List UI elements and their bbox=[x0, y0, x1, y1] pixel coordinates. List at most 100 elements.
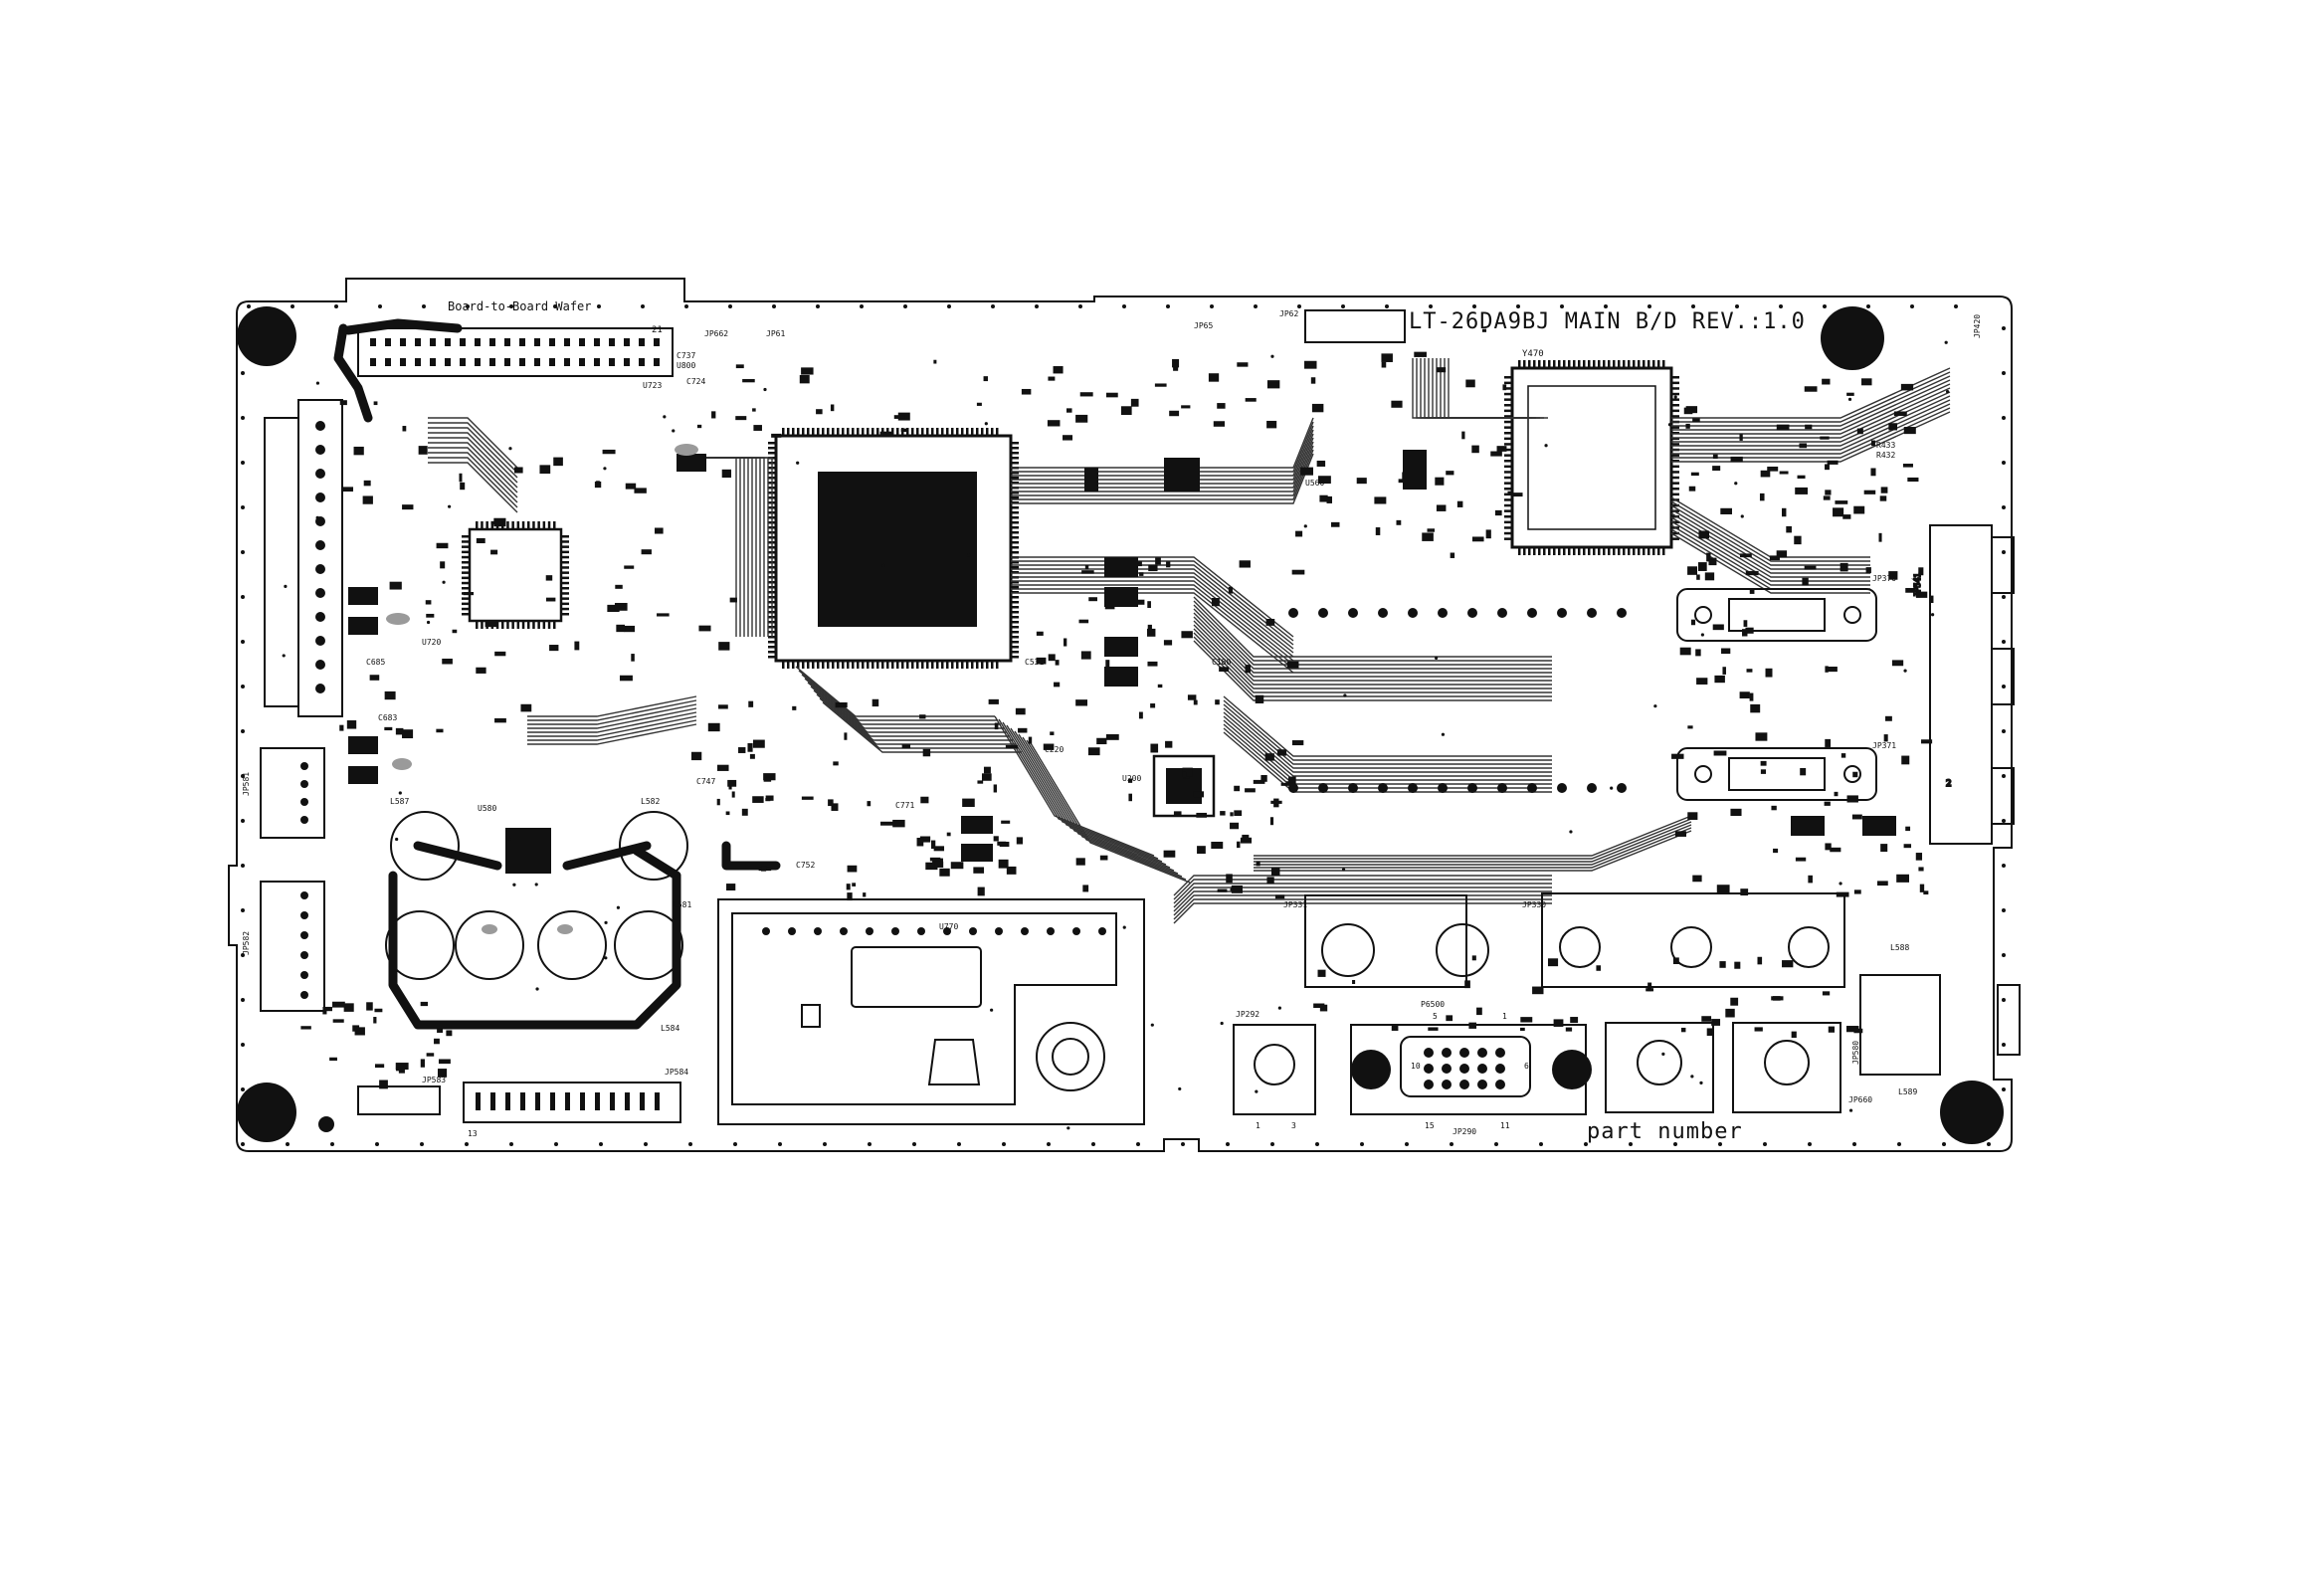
smd-part bbox=[752, 739, 765, 748]
qfp-pin bbox=[1533, 360, 1536, 368]
smd-part bbox=[1075, 699, 1088, 706]
smd-part bbox=[1842, 514, 1851, 519]
smd-part bbox=[1520, 1027, 1525, 1032]
smd-part bbox=[1255, 694, 1264, 703]
via bbox=[1429, 304, 1433, 308]
smd-part bbox=[1846, 392, 1854, 396]
soc-pin bbox=[986, 428, 989, 436]
c724-label: C724 bbox=[686, 377, 705, 386]
qfp-pin bbox=[1628, 547, 1631, 555]
soc-pin bbox=[1011, 616, 1019, 619]
smd-part bbox=[1245, 398, 1257, 402]
qfp-pin bbox=[1671, 376, 1679, 379]
via bbox=[1629, 1142, 1633, 1146]
soc-pin bbox=[946, 428, 949, 436]
soc-pin bbox=[832, 661, 835, 669]
smd-part bbox=[1436, 504, 1447, 511]
smd-part bbox=[476, 667, 486, 674]
smd-part bbox=[922, 748, 931, 757]
smd-part bbox=[1825, 464, 1830, 471]
via bbox=[1584, 1142, 1588, 1146]
smd-part bbox=[731, 791, 735, 798]
smd-part bbox=[1330, 521, 1340, 527]
smd-part bbox=[892, 819, 905, 828]
smd-part bbox=[1016, 837, 1024, 845]
soc-pin bbox=[876, 428, 879, 436]
vga-pin bbox=[1442, 1080, 1452, 1089]
smd-part bbox=[1820, 436, 1830, 440]
smd-part bbox=[738, 747, 746, 753]
soc-pin bbox=[837, 428, 840, 436]
qfp-pin bbox=[1553, 547, 1556, 555]
soc-pin bbox=[852, 661, 855, 669]
smd-part bbox=[1075, 414, 1088, 423]
via bbox=[1166, 304, 1170, 308]
trace bbox=[428, 427, 518, 479]
soc-pin bbox=[817, 661, 820, 669]
smd-part bbox=[835, 701, 848, 708]
via bbox=[1954, 304, 1958, 308]
jack-pin2: 2 bbox=[1946, 779, 1951, 789]
soc-pin bbox=[951, 661, 954, 669]
qfp-pin bbox=[561, 613, 569, 616]
smd-part bbox=[1217, 403, 1226, 409]
qfp-pin bbox=[1671, 531, 1679, 535]
via bbox=[334, 304, 338, 308]
smd-part bbox=[1825, 843, 1832, 851]
soc-pin bbox=[1011, 641, 1019, 644]
vga-pin bbox=[1424, 1048, 1434, 1058]
smd-part bbox=[1870, 440, 1875, 447]
smd-part bbox=[1165, 740, 1173, 748]
smd-part bbox=[1786, 525, 1792, 533]
mounting-holes bbox=[237, 306, 2004, 1144]
soc-pin bbox=[847, 661, 850, 669]
qfp-pin bbox=[1504, 526, 1512, 529]
qfp-pin bbox=[1543, 360, 1546, 368]
smd-part bbox=[1128, 793, 1132, 802]
qfp-pin bbox=[1504, 381, 1512, 385]
jp292-label: JP292 bbox=[1236, 1010, 1259, 1019]
vga-pin bbox=[1477, 1048, 1487, 1058]
soc-pin bbox=[782, 661, 785, 669]
trace bbox=[1173, 879, 1552, 900]
smd-part bbox=[1804, 386, 1818, 392]
smd-part bbox=[1082, 885, 1089, 892]
wafer-pin bbox=[639, 338, 645, 346]
smd-part bbox=[1901, 755, 1910, 765]
via bbox=[1343, 693, 1347, 697]
soc-pin bbox=[857, 661, 860, 669]
mounting-hole-top-left bbox=[237, 306, 296, 366]
jp370-component bbox=[1676, 588, 1877, 642]
trace bbox=[1173, 898, 1552, 920]
amplifier-chip: U580 bbox=[478, 804, 551, 874]
connector-pin bbox=[300, 891, 308, 899]
soc-pin bbox=[916, 428, 919, 436]
smd-part bbox=[1084, 564, 1089, 570]
smd-part bbox=[933, 846, 945, 852]
soc-pin bbox=[1011, 462, 1019, 465]
qfp-pin bbox=[537, 521, 540, 529]
connector-pin bbox=[315, 660, 325, 670]
soc-pin bbox=[872, 428, 874, 436]
via bbox=[241, 864, 245, 868]
qfp-pin bbox=[1504, 376, 1512, 379]
wafer-pin bbox=[609, 358, 615, 366]
trace bbox=[1671, 407, 1951, 459]
via bbox=[1735, 304, 1739, 308]
smd-part bbox=[1596, 965, 1602, 971]
smd-part bbox=[1834, 791, 1839, 797]
via bbox=[2002, 729, 2006, 733]
smd-part bbox=[1802, 577, 1809, 586]
trace bbox=[1173, 894, 1552, 916]
soc-pin bbox=[787, 428, 790, 436]
c180-label: C180 bbox=[1212, 658, 1231, 667]
soc-pin bbox=[1011, 447, 1019, 450]
smd-part bbox=[1701, 1016, 1712, 1022]
connector-pin bbox=[315, 445, 325, 455]
soc-pin bbox=[981, 661, 984, 669]
soc-pin bbox=[911, 428, 914, 436]
smd-part bbox=[440, 561, 446, 569]
via bbox=[395, 837, 399, 842]
via bbox=[241, 640, 245, 644]
smd-part bbox=[1375, 527, 1381, 535]
